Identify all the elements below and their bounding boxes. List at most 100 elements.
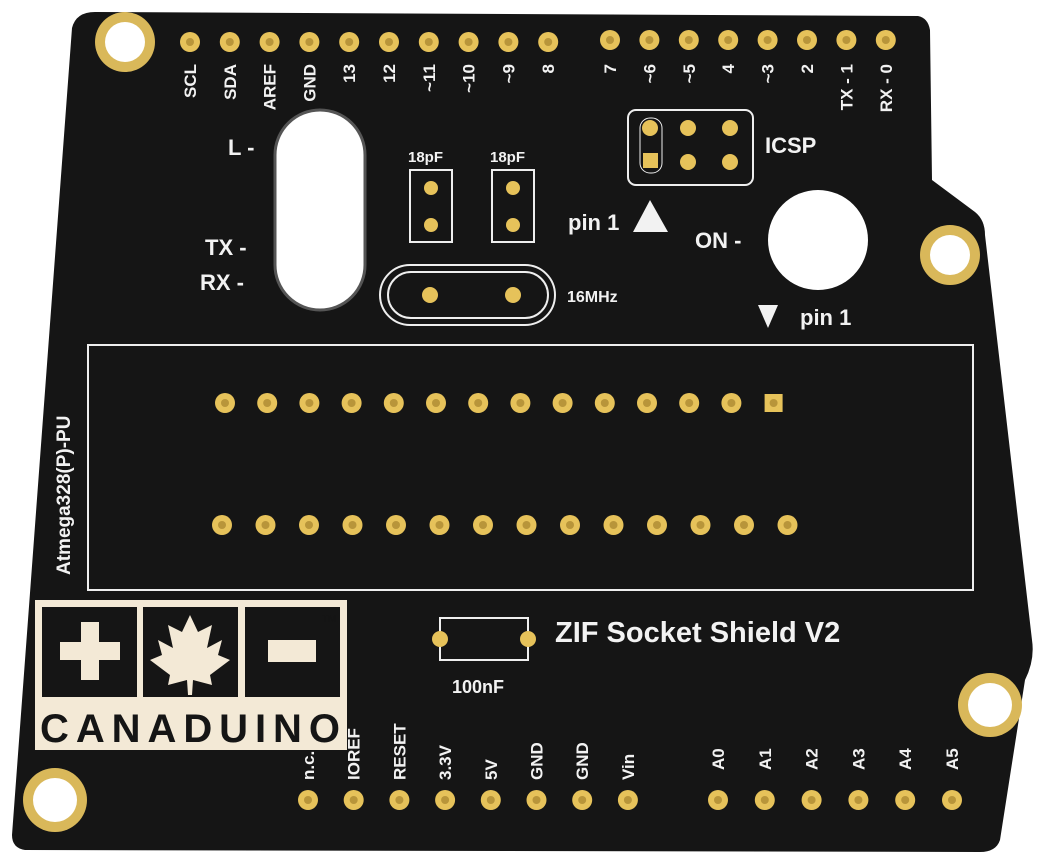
label-crystal: 16MHz <box>567 289 618 306</box>
pin-hole <box>305 521 313 529</box>
label-led-on: ON - <box>695 228 741 253</box>
pin-label: A3 <box>849 748 868 770</box>
label-icsp: ICSP <box>765 133 816 158</box>
pin-label: RX - 0 <box>877 64 896 112</box>
on-led-hole <box>768 190 868 290</box>
pin-hole <box>881 36 890 44</box>
pin-label: ~5 <box>680 64 699 83</box>
pin-hole <box>901 796 910 804</box>
pin-hole <box>305 38 314 46</box>
pin-hole <box>566 521 574 529</box>
label-cap3: 100nF <box>452 677 504 697</box>
pin-hole <box>392 521 400 529</box>
pin-hole <box>263 399 272 407</box>
pin-hole <box>305 399 314 407</box>
pin-hole <box>760 796 769 804</box>
pin-label: 8 <box>539 64 558 73</box>
label-cap1: 18pF <box>408 149 443 166</box>
cap-pads <box>424 181 520 232</box>
pin-label: TX - 1 <box>837 64 856 110</box>
pin-hole <box>653 521 661 529</box>
pin-hole <box>479 521 487 529</box>
pin-hole <box>304 796 312 804</box>
pin-hole <box>609 521 618 529</box>
label-led-l: L - <box>228 135 254 160</box>
pin-hole <box>854 796 863 804</box>
pin-hole <box>265 38 274 46</box>
pin-hole <box>432 399 440 407</box>
pin-hole <box>516 399 525 407</box>
pin-hole <box>606 36 614 44</box>
pin-label: 7 <box>601 64 620 73</box>
pin-hole <box>221 399 229 407</box>
pin-label: 12 <box>380 64 399 83</box>
pin-hole <box>464 38 473 46</box>
board-title: ZIF Socket Shield V2 <box>555 617 840 649</box>
pin-hole <box>504 38 513 46</box>
pin-hole <box>645 36 654 44</box>
pin-label: 2 <box>798 64 817 73</box>
pin-hole <box>763 36 772 44</box>
pin-hole <box>349 796 358 804</box>
mounting-holes <box>23 12 1022 832</box>
triangle-down-icon <box>758 305 778 328</box>
pin-hole <box>558 399 567 407</box>
pin-hole <box>600 399 609 407</box>
pin-hole <box>842 36 851 44</box>
pin-label: GND <box>573 742 592 780</box>
pin-hole <box>685 399 694 407</box>
triangle-up-icon <box>633 200 668 232</box>
canaduino-logo: TM CANADUINO <box>35 600 347 751</box>
pin-label: ~9 <box>499 64 518 83</box>
trademark: TM <box>322 614 336 625</box>
pin-hole <box>724 36 733 44</box>
icsp-header <box>627 109 754 186</box>
pin-hole <box>347 399 356 407</box>
pin-label: n.c. <box>299 751 318 780</box>
pin-label: GND <box>300 64 319 102</box>
pin-label: A0 <box>709 748 728 770</box>
maple-leaf-icon <box>150 615 230 695</box>
pin-label: AREF <box>261 64 280 110</box>
label-socket-pin1: pin 1 <box>800 305 851 330</box>
pin-label: A5 <box>943 748 962 770</box>
pin-hole <box>544 38 553 46</box>
pin-hole <box>474 399 483 407</box>
pin-label: SCL <box>181 64 200 98</box>
pin-hole <box>783 521 792 529</box>
pin-label: ~6 <box>640 64 659 83</box>
pin-label: GND <box>528 742 547 780</box>
pin-hole <box>578 796 587 804</box>
pin-label: 5V <box>482 759 501 780</box>
pin-hole <box>385 38 393 46</box>
label-led-rx: RX - <box>200 270 244 295</box>
pin-hole <box>186 38 194 46</box>
pin-hole <box>348 521 357 529</box>
pin-hole <box>522 521 531 529</box>
led-slot <box>273 108 367 312</box>
brand-text: CANADUINO <box>40 707 340 751</box>
pin-hole <box>435 521 444 529</box>
pin-hole <box>261 521 270 529</box>
pin-hole <box>441 796 450 804</box>
pin-hole <box>424 38 433 46</box>
label-led-tx: TX - <box>205 235 247 260</box>
pin-hole <box>643 399 651 407</box>
pin-hole <box>389 399 398 407</box>
label-chip: Atmega328(P)-PU <box>54 416 75 575</box>
pin-label: IOREF <box>345 728 364 780</box>
pin-label: 13 <box>340 64 359 83</box>
pin-label: 4 <box>719 63 738 73</box>
pin-hole <box>803 36 811 44</box>
pin-label: A1 <box>756 748 775 770</box>
pin-label: ~11 <box>420 64 439 92</box>
pin-hole <box>623 796 632 804</box>
pin-hole <box>727 399 736 407</box>
pin-label: 3.3V <box>436 744 455 780</box>
pin-label: Vin <box>619 754 638 780</box>
pin-hole <box>486 796 495 804</box>
pin-hole <box>807 796 816 804</box>
dip-pins <box>212 393 798 535</box>
pin-label: RESET <box>390 723 409 780</box>
pin-hole <box>225 38 234 46</box>
